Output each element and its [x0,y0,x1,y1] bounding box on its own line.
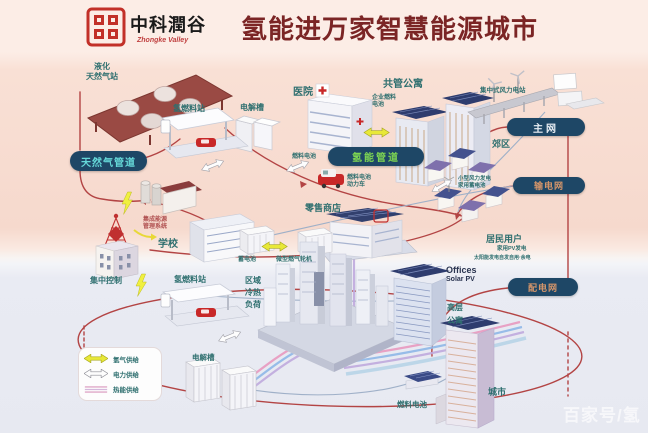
highrise-label: 高层 公寓 [447,303,463,325]
legend-label-heat: 热能供给 [113,387,139,395]
hydrogen-station-1-label: 氢燃料站 [173,104,205,113]
pink-stripes-icon [84,386,108,393]
control-tower [95,213,139,280]
legend-label-electric: 电力供给 [113,371,139,379]
legend-label-hydrogen: 氢气供给 [113,356,139,364]
fuel-cell-small-label: 燃料电池 [292,154,317,160]
legend: 氢气供给 电力供给 热能供给 [78,347,162,401]
fuel-cell-unit-label: 燃料电池 [397,400,427,409]
transmission-grid-pill: 输电网 [513,177,585,194]
fc-vehicle-label: 燃料电池 动力车 [347,175,372,189]
legend-row-heat: 热能供给 [84,384,156,394]
office-building [390,263,450,347]
district-load-label: 区域 冷热 负荷 [245,276,261,309]
hydrogen-station-2 [160,283,250,327]
watermark: 百家号/氢 [563,406,641,425]
lng-station-label: 液化 天然气站 [86,62,118,81]
company-logo-seal [86,7,126,47]
ems-label: 集成能源 管理系统 [143,217,168,231]
suburb-label: 郊区 [492,139,511,149]
wind-farm-label: 集中式风力电站 [480,87,526,94]
hospital-label: 医院 [293,87,313,98]
company-name-en: Zhongke Valley [137,37,189,44]
legend-row-hydrogen: 氢气供给 [84,354,156,364]
gas-pipeline-pill: 天然气管道 [70,151,147,171]
electrolyzer-1-label: 电解槽 [240,103,264,112]
fuel-cell-van [318,169,344,189]
company-name: 中科潤谷 [130,15,206,35]
condo-label: 共管公寓 [383,79,423,90]
fuel-cell-unit [404,370,442,390]
hydrogen-station-1 [160,107,249,159]
distribution-grid-pill: 配电网 [508,278,578,296]
page-title: 氢能进万家智慧能源城市 [241,14,539,44]
city-tower [435,315,500,429]
small-wind-label: 小型风力发电 家用蓄电池 [458,176,492,189]
offices-label: Offices [446,265,477,275]
battery-label: 蓄电池 [238,257,257,263]
residential-label: 居民用户 [486,234,523,244]
hydrogen-pipeline-pill: 氢能管道 [328,147,424,166]
white-double-arrow-icon [84,369,108,379]
residential-sub1-label: 家用PV发电 [497,246,527,252]
city-block [257,241,411,372]
electrolyzer-2-label: 电解槽 [192,353,215,362]
offices-sub-label: Solar PV [446,276,475,283]
main-grid-pill: 主网 [507,118,585,136]
micro-turbine-label: 微型燃气轮机 [276,257,313,263]
legend-row-electric: 电力供给 [84,369,156,379]
residential-houses [424,148,510,223]
electrolyzer-2 [185,357,257,411]
residential-sub2-label: 太阳能发电自发自用·余电 [474,255,531,261]
hospital-building [307,83,373,155]
school-label: 学校 [158,239,178,250]
energy-arrows [121,127,452,343]
retail-label: 零售商店 [305,203,342,213]
city-label: 城市 [488,387,507,397]
yellow-double-arrow-icon [84,354,108,364]
wind-farm [467,70,605,124]
central-control-label: 集中控制 [90,276,122,285]
biz-fuel-cell-label: 企业燃料 电池 [372,95,397,109]
hydrogen-station-2-label: 氢燃料站 [174,275,206,284]
silo-building [140,180,202,215]
